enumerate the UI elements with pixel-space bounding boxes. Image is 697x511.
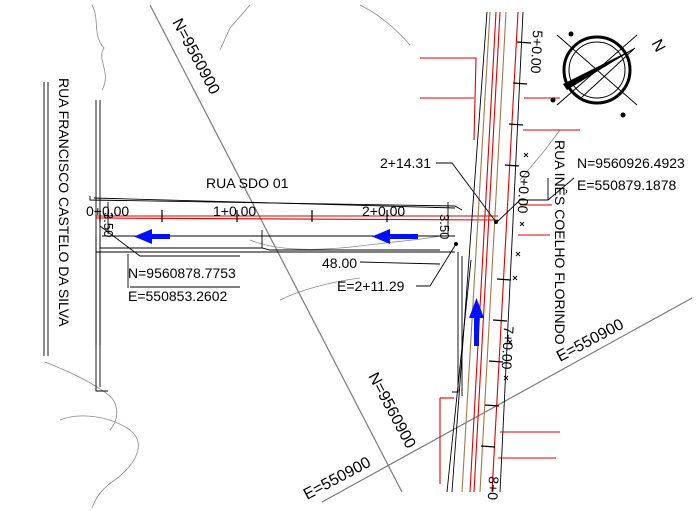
station-label-v8: 8+0 [485, 476, 502, 501]
station-label-0: 0+0.00 [86, 203, 129, 219]
dim-width-right: 3.50 [437, 214, 452, 239]
ines-road-lines [446, 11, 524, 493]
leader-lines [99, 162, 575, 288]
coord-pt2-n: N=9560878.7753 [128, 265, 236, 281]
dim-width-left: 3.50 [101, 212, 116, 237]
width-dim-marks [107, 202, 449, 234]
station-label-v5: 5+0.00 [528, 30, 546, 74]
grid-line-e [321, 297, 693, 503]
station-label-v7: 7+0.00 [499, 326, 517, 370]
sdo01-axis-2 [95, 217, 499, 221]
traffic-arrow-up [469, 298, 484, 346]
north-arrow [550, 31, 638, 118]
grid-label-n-bottom: N=9560900 [364, 370, 418, 452]
station-label-v0: 0+0.00 [515, 170, 533, 214]
traffic-arrow-left-2 [372, 229, 418, 244]
north-letter: N [648, 37, 668, 55]
lot-lines [420, 57, 580, 484]
leader-dot-2 [454, 242, 458, 246]
grid-line-n [149, 4, 403, 493]
grid-label-e-bottom: E=550900 [301, 454, 374, 504]
sdo01-station-ticks [99, 210, 388, 222]
dim-length: 48.00 [322, 255, 357, 271]
traffic-arrow-left-1 [134, 229, 170, 244]
fence-marks [503, 152, 529, 381]
coord-pt2-e: E=550853.2602 [128, 288, 227, 304]
station-label-1: 1+0.00 [213, 203, 256, 219]
station-label-2-11: E=2+11.29 [337, 278, 405, 294]
street-label-ines: RUA INÊS COELHO FLORINDO [552, 140, 568, 345]
leader-dot [494, 220, 498, 224]
coord-pt1-e: E=550879.1878 [577, 177, 676, 193]
street-label-francisco: RUA FRANCISCO CASTELO DA SILVA [56, 78, 72, 327]
street-label-sdo01: RUA SDO 01 [206, 175, 289, 191]
ines-station-ticks [480, 41, 532, 448]
terrain-lines [44, 4, 561, 509]
coord-pt1-n: N=9560926.4923 [577, 155, 685, 171]
station-label-2-14: 2+14.31 [380, 155, 431, 171]
station-label-2: 2+0.00 [362, 203, 405, 219]
